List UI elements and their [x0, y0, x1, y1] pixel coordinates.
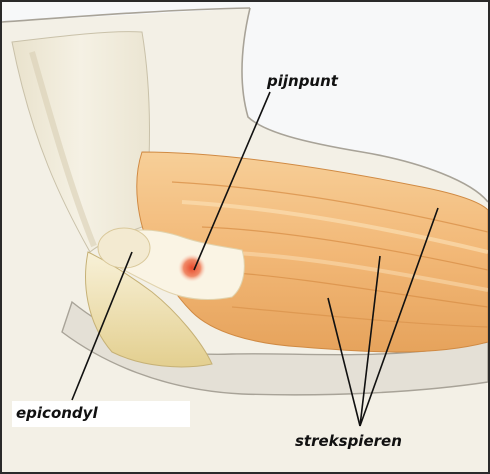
pijnpunt-label: pijnpunt	[267, 74, 338, 89]
strekspieren-label: strekspieren	[295, 434, 402, 449]
epicondyl-label: epicondyl	[16, 406, 98, 421]
pain-point-marker	[178, 254, 206, 282]
